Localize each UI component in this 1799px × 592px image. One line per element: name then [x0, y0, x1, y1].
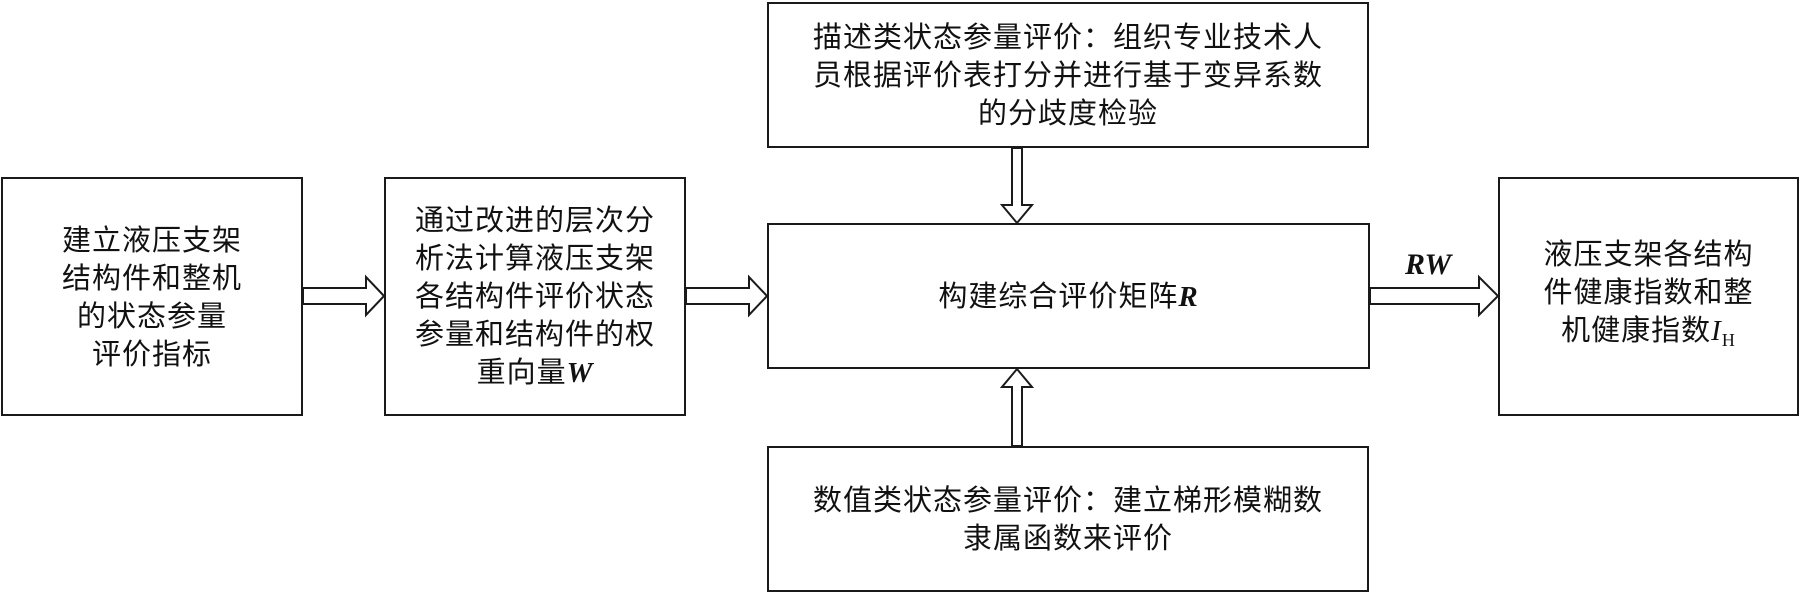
arrow-indicators-to-ahp — [302, 274, 386, 318]
node-descriptive-line: 员根据评价表打分并进行基于变异系数 — [812, 58, 1323, 92]
edge-label-rw: RW — [1405, 248, 1452, 281]
node-ahp-weights: 通过改进的层次分 析法计算液压支架 各结构件评价状态 参量和结构件的权 重向量W — [384, 177, 686, 416]
node-indicators-line: 建立液压支架 — [61, 222, 242, 257]
node-health-last-text: 机健康指数 — [1561, 312, 1712, 347]
node-health-index: 液压支架各结构 件健康指数和整 机健康指数IH — [1498, 177, 1799, 416]
node-health-line: 液压支架各结构 — [1543, 236, 1754, 271]
node-ahp-line: 参量和结构件的权 — [414, 317, 655, 351]
node-health-line: 机健康指数IH — [1543, 311, 1753, 359]
arrow-ahp-to-matrix — [685, 274, 769, 318]
node-indicators: 建立液压支架 结构件和整机 的状态参量 评价指标 — [1, 177, 303, 416]
matrix-symbol: R — [1178, 280, 1199, 313]
node-matrix: 构建综合评价矩阵R — [767, 223, 1370, 369]
node-ahp-line: 析法计算液压支架 — [414, 241, 655, 275]
arrow-matrix-to-health — [1369, 274, 1500, 318]
node-numeric-line: 数值类状态参量评价：建立梯形模糊数 — [812, 483, 1323, 517]
node-indicators-line: 的状态参量 — [76, 298, 227, 333]
node-numeric-line: 隶属函数来评价 — [962, 521, 1173, 555]
node-ahp-line: 各结构件评价状态 — [414, 279, 655, 313]
node-ahp-last-text: 重向量 — [476, 355, 567, 389]
health-index-subscript: H — [1721, 329, 1736, 350]
node-descriptive-line: 的分歧度检验 — [977, 96, 1158, 130]
health-index-symbol: I — [1711, 314, 1722, 347]
node-ahp-line: 通过改进的层次分 — [414, 203, 655, 237]
arrow-numeric-to-matrix — [999, 367, 1035, 447]
node-indicators-line: 结构件和整机 — [61, 260, 242, 295]
node-descriptive-eval: 描述类状态参量评价：组织专业技术人 员根据评价表打分并进行基于变异系数 的分歧度… — [767, 2, 1369, 148]
arrow-descriptive-to-matrix — [999, 147, 1035, 225]
node-matrix-text: 构建综合评价矩阵 — [938, 278, 1179, 313]
weight-vector-symbol: W — [566, 357, 594, 389]
node-health-line: 件健康指数和整 — [1543, 274, 1754, 309]
node-numeric-eval: 数值类状态参量评价：建立梯形模糊数 隶属函数来评价 — [767, 446, 1369, 592]
node-ahp-line: 重向量W — [415, 353, 655, 392]
node-descriptive-line: 描述类状态参量评价：组织专业技术人 — [812, 20, 1323, 54]
node-indicators-line: 评价指标 — [91, 336, 212, 371]
